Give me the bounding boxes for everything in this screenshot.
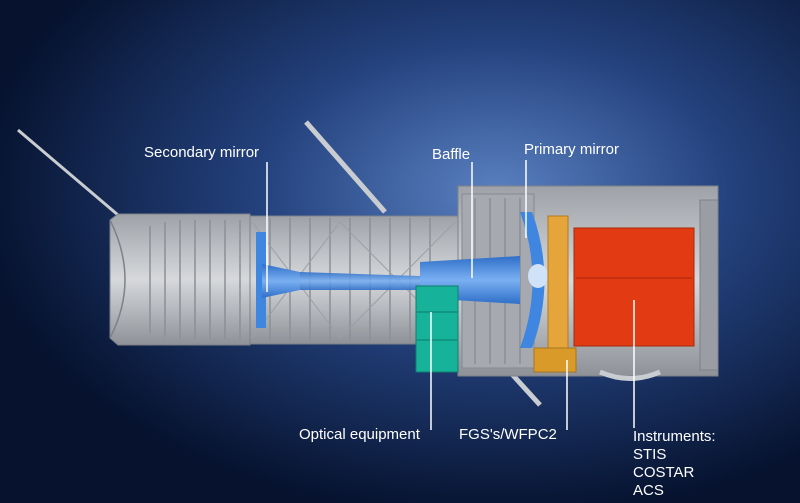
label-secondary-mirror: Secondary mirror <box>144 144 260 161</box>
optical-equipment-block <box>415 285 459 373</box>
label-baffle: Baffle <box>432 146 471 163</box>
secondary-mirror <box>256 232 420 328</box>
label-instrument-stis: STIS <box>633 446 667 463</box>
leader-lines <box>266 160 635 430</box>
label-instruments-title: Instruments: <box>633 428 716 445</box>
label-instrument-costar: COSTAR <box>633 464 695 481</box>
antenna-top <box>304 120 387 214</box>
label-primary-mirror: Primary mirror <box>524 141 619 158</box>
label-optical-equipment: Optical equipment <box>299 426 420 443</box>
fgs-wfpc2-block <box>533 215 577 373</box>
forward-tube <box>109 213 251 346</box>
antenna-bottom <box>508 370 542 407</box>
instruments-block <box>573 227 695 347</box>
antenna-left <box>17 128 119 217</box>
label-instrument-acs: ACS <box>633 482 664 499</box>
label-fgs-wfpc2: FGS's/WFPC2 <box>459 426 557 443</box>
primary-mirror <box>520 212 548 348</box>
